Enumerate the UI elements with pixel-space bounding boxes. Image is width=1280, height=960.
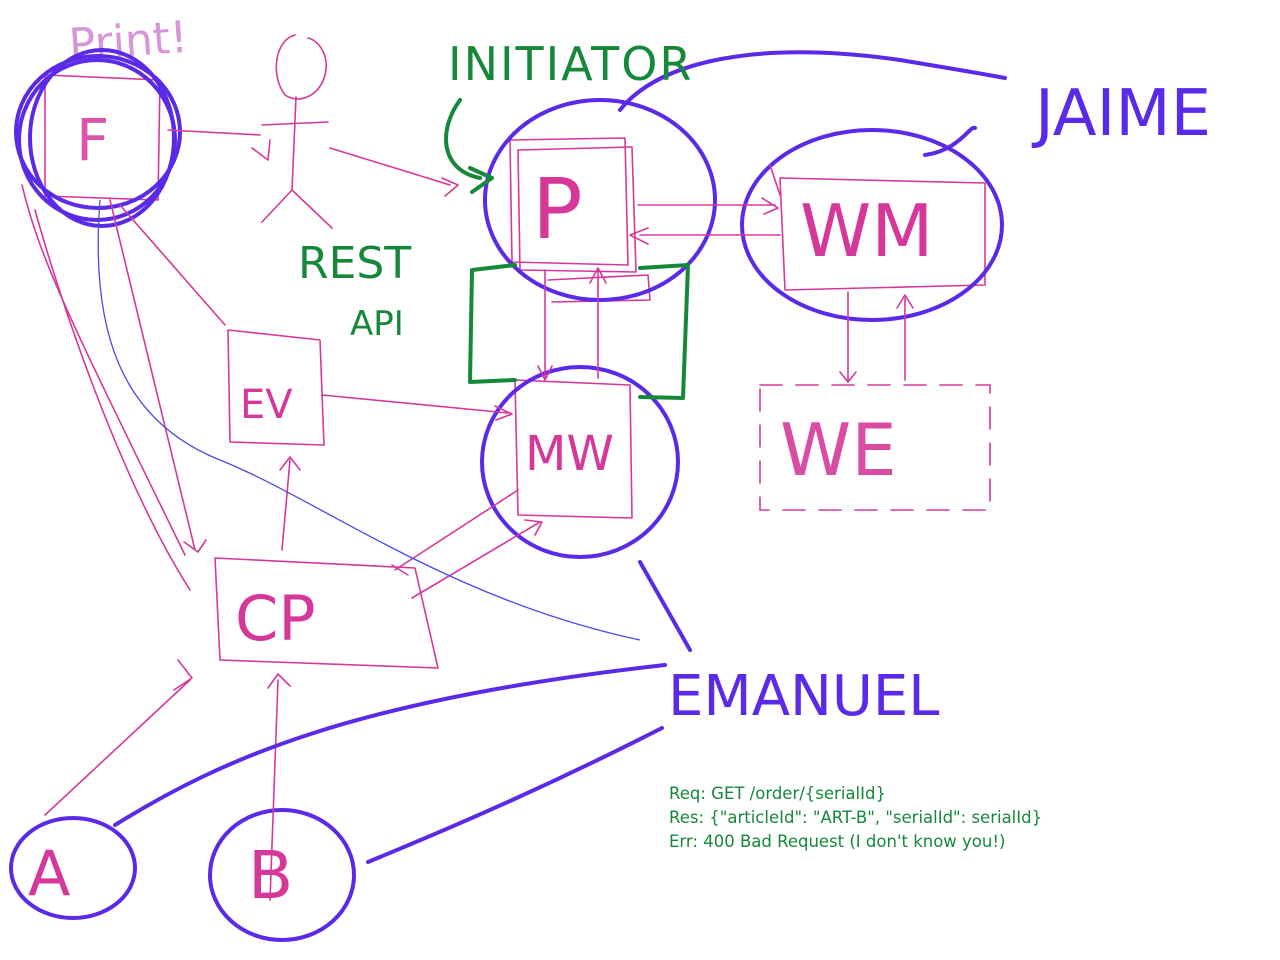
- cp-node: CP: [214, 557, 439, 669]
- f-label: F: [76, 106, 109, 174]
- we-node: WE: [759, 384, 991, 511]
- we-label: WE: [780, 408, 897, 492]
- api-notes: Req: GET /order/{serialId} Res: {"articl…: [669, 782, 1042, 854]
- wm-label: WM: [800, 189, 933, 273]
- p-label: P: [532, 160, 583, 258]
- rest-label: REST: [298, 238, 411, 289]
- p-node: P: [483, 50, 1007, 303]
- wm-node: WM: [740, 125, 1004, 322]
- pink-arrows: [21, 129, 914, 901]
- emanuel-label: EMANUEL: [668, 664, 939, 729]
- ev-node: EV: [227, 329, 325, 446]
- owner-names: JAIME EMANUEL: [113, 77, 1211, 864]
- b-node: B: [208, 808, 356, 942]
- jaime-label: JAIME: [1031, 77, 1211, 151]
- mw-node: MW: [480, 365, 680, 559]
- initiator-label: INITIATOR: [448, 37, 693, 91]
- request-note: Req: GET /order/{serialId}: [669, 784, 886, 803]
- a-node: A: [9, 816, 137, 920]
- response-note: Res: {"articleId": "ART-B", "serialId": …: [669, 808, 1043, 827]
- f-node: Print! F: [14, 12, 189, 228]
- actor-stick-figure: [261, 34, 333, 229]
- mw-label: MW: [525, 426, 614, 482]
- green-annotations: INITIATOR REST API: [298, 37, 693, 400]
- thin-blue-link: [97, 199, 641, 641]
- ev-label: EV: [240, 382, 293, 428]
- api-label: API: [350, 304, 404, 344]
- cp-label: CP: [235, 582, 316, 655]
- error-note: Err: 400 Bad Request (I don't know you!): [669, 832, 1006, 851]
- a-label: A: [28, 837, 70, 910]
